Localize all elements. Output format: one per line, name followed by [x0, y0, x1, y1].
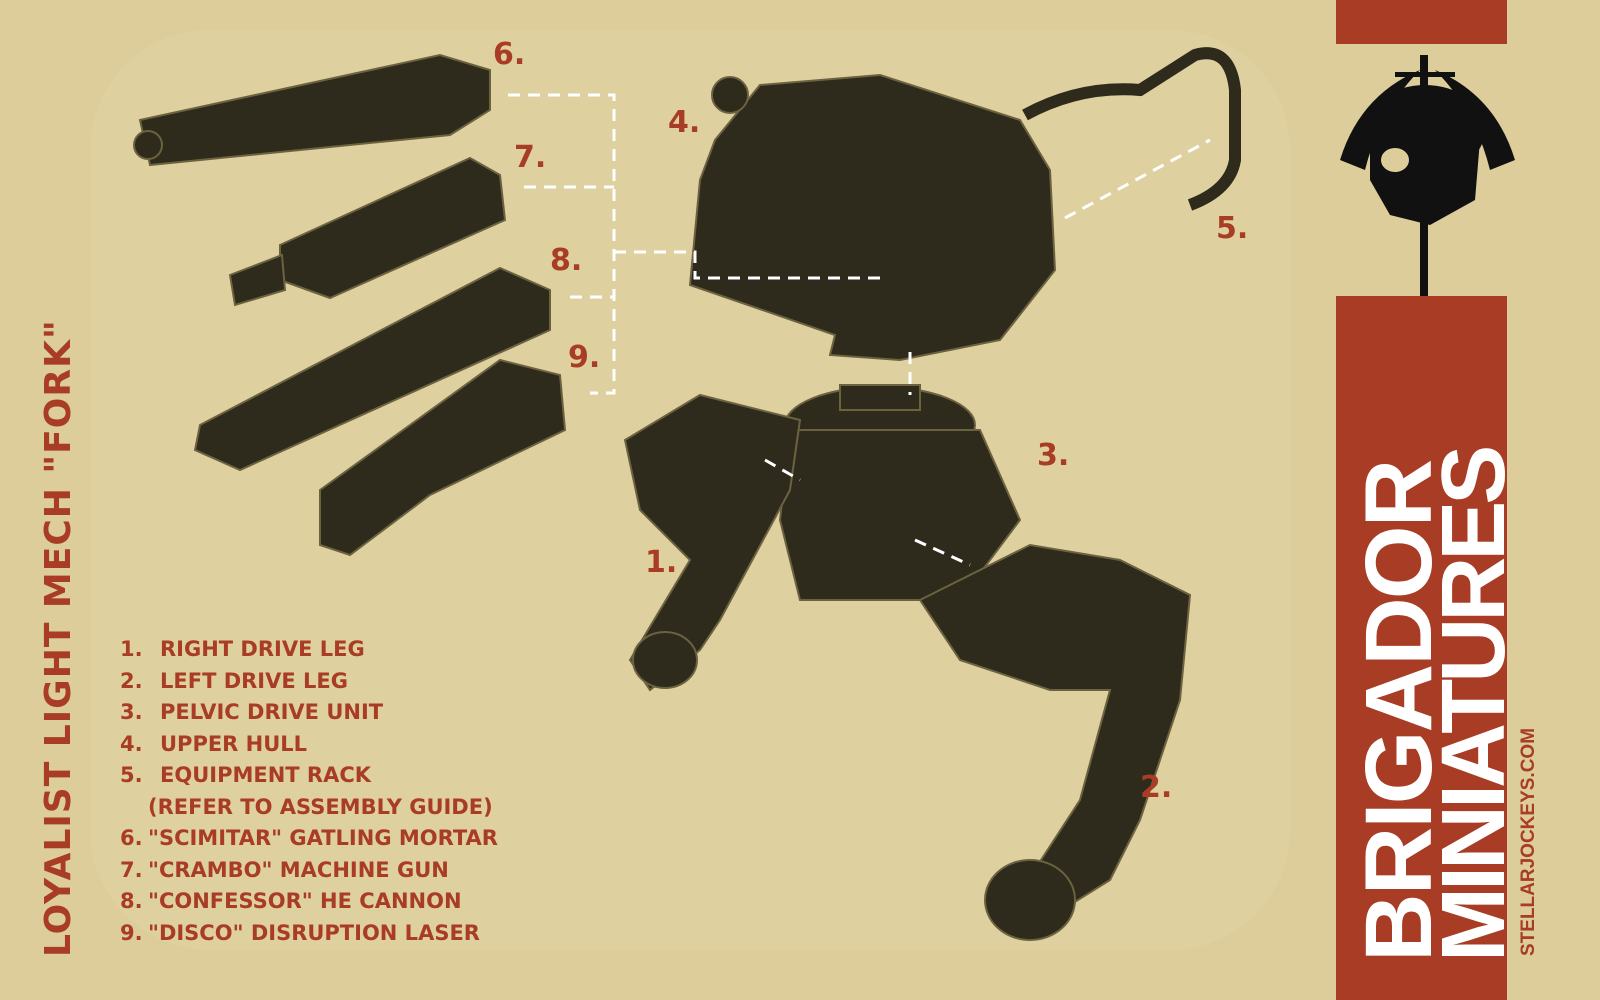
- gatling-mortar-part: [133, 53, 491, 167]
- brand-subtitle: MINIATURES: [1424, 448, 1524, 962]
- pelvic-drive-part: [778, 384, 1022, 601]
- legend-item: 4.UPPER HULL: [120, 731, 308, 756]
- brand-top-bar: [1336, 0, 1507, 44]
- upper-hull-part: [688, 73, 1057, 362]
- callout-9: 9.: [568, 340, 601, 375]
- callout-8: 8.: [550, 243, 583, 278]
- legend-item: 5.EQUIPMENT RACK: [120, 763, 372, 787]
- machine-gun-part: [228, 156, 507, 307]
- he-cannon-part: [193, 266, 551, 472]
- equipment-rack-part: [1022, 47, 1241, 211]
- disruption-laser-part: [319, 358, 567, 557]
- callout-1: 1.: [645, 545, 678, 580]
- legend-item: 1.RIGHT DRIVE LEG: [120, 637, 365, 661]
- legend-item: 8."CONFESSOR" HE CANNON: [120, 889, 462, 913]
- callout-3: 3.: [1037, 438, 1070, 473]
- callout-7: 7.: [514, 140, 547, 175]
- right-drive-leg-part: [623, 393, 802, 692]
- callout-6: 6.: [493, 37, 526, 72]
- legend-item-note: (REFER TO ASSEMBLY GUIDE): [148, 794, 493, 819]
- legend-item: 2.LEFT DRIVE LEG: [120, 668, 348, 693]
- callout-2: 2.: [1140, 770, 1173, 805]
- callout-5: 5.: [1216, 211, 1249, 246]
- legend-item: 3.PELVIC DRIVE UNIT: [120, 700, 384, 724]
- diagram-title: LOYALIST LIGHT MECH "FORK": [38, 319, 79, 957]
- website-link[interactable]: STELLARJOCKEYS.COM: [1518, 727, 1539, 956]
- callout-4: 4.: [668, 105, 701, 140]
- legend-item: 9."DISCO" DISRUPTION LASER: [120, 920, 480, 945]
- left-drive-leg-part: [918, 543, 1192, 941]
- legend-item: 6."SCIMITAR" GATLING MORTAR: [120, 826, 498, 850]
- parts-legend: 1.RIGHT DRIVE LEG 2.LEFT DRIVE LEG 3.PEL…: [120, 634, 498, 949]
- legend-item: 7."CRAMBO" MACHINE GUN: [120, 857, 449, 882]
- skull-dagger-logo: [1340, 55, 1515, 395]
- assembly-guide-lines: [508, 93, 1211, 567]
- brand-bar: [1336, 296, 1507, 1000]
